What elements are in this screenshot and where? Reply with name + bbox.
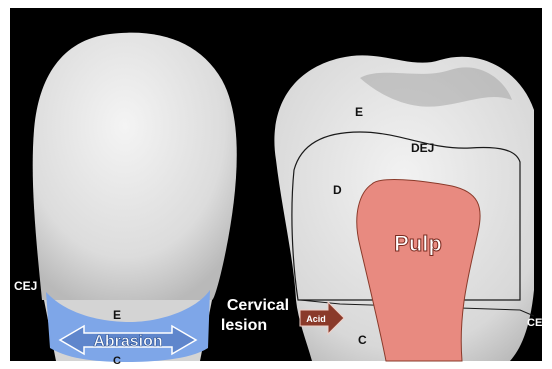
dej-label: DEJ bbox=[411, 141, 434, 155]
right-enamel-label: E bbox=[355, 105, 363, 119]
left-tooth-crown bbox=[33, 33, 237, 300]
lesion-label-line2: lesion bbox=[221, 317, 267, 334]
abrasion-label: Abrasion bbox=[93, 333, 162, 350]
left-cementum-label: C bbox=[113, 355, 121, 367]
pulp-label: Pulp bbox=[394, 231, 442, 256]
dentin-label: D bbox=[333, 183, 342, 197]
left-cej-label: CEJ bbox=[14, 279, 37, 293]
right-cej-label: CEJ bbox=[527, 317, 548, 329]
lesion-label-line1: Cervical bbox=[227, 297, 289, 314]
right-cementum-label: C bbox=[358, 333, 367, 347]
acid-label: Acid bbox=[306, 314, 326, 324]
left-enamel-label: E bbox=[113, 308, 121, 322]
